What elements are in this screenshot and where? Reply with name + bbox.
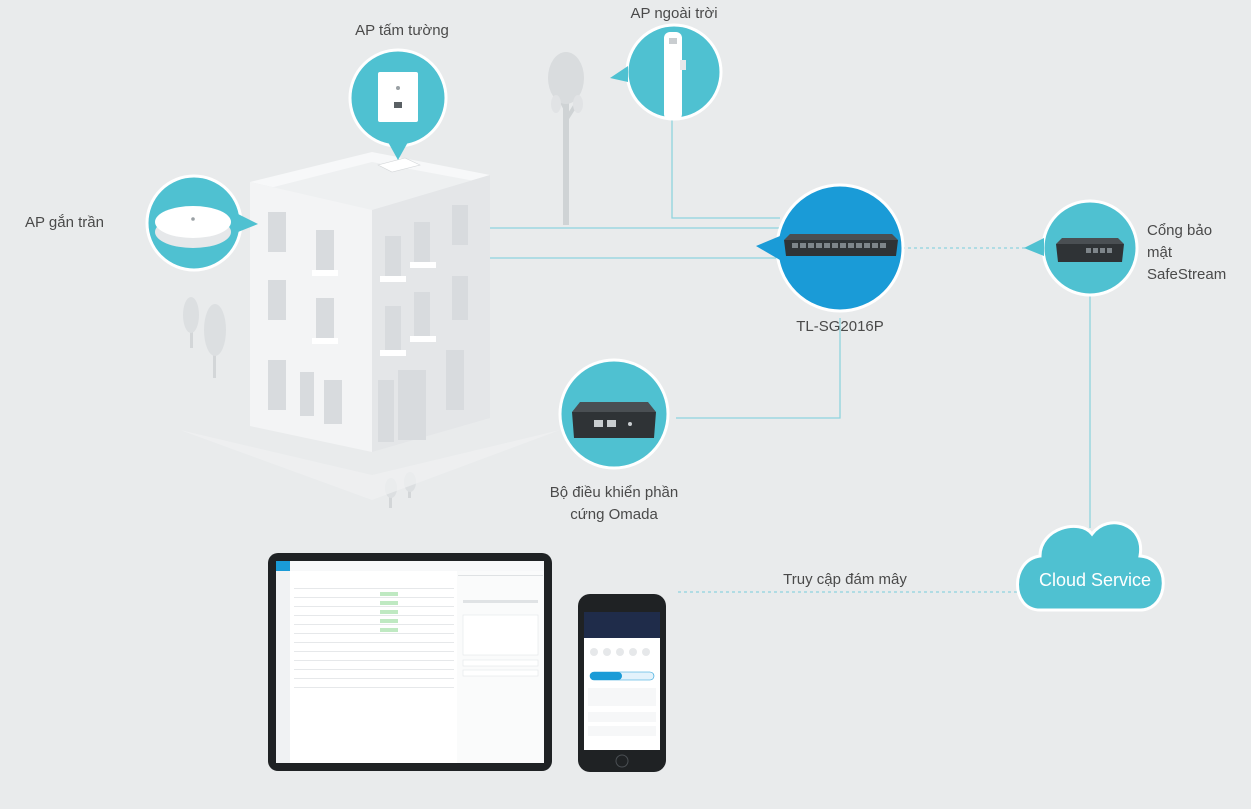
- controller-bubble: [558, 358, 670, 470]
- cloud-icon: [1016, 521, 1165, 612]
- phone-icon: [578, 594, 666, 772]
- gateway-label-line1: Cổng bảo: [1147, 222, 1213, 239]
- wall-ap-bubble: [348, 48, 448, 160]
- gateway-bubble: [1024, 199, 1139, 297]
- gateway-label-line2: mật: [1147, 244, 1173, 261]
- ceiling-ap-icon: [155, 206, 231, 248]
- controller-label-line1: Bộ điều khiển phần: [549, 484, 679, 501]
- ceiling-ap-label: AP gắn trần: [25, 214, 104, 231]
- wall-ap-label: AP tấm tường: [355, 22, 449, 39]
- switch-bubble: [756, 183, 905, 313]
- switch-icon: [784, 234, 898, 256]
- tree-icon: [183, 52, 584, 508]
- outdoor-ap-label: AP ngoài trời: [630, 5, 718, 22]
- gateway-label-line3: SafeStream: [1147, 266, 1227, 283]
- gateway-icon: [1056, 238, 1124, 262]
- ceiling-ap-bubble: [145, 174, 258, 272]
- outdoor-ap-icon: [664, 32, 686, 120]
- outdoor-ap-bubble: [610, 23, 723, 121]
- wall-ap-icon: [378, 72, 418, 122]
- building-icon: [180, 152, 560, 500]
- tablet-icon: [268, 553, 552, 771]
- cloud-access-label: Truy cập đám mây: [783, 571, 907, 588]
- controller-label-line2: cứng Omada: [570, 506, 658, 523]
- controller-icon: [572, 402, 656, 438]
- cloud-service-label: Cloud Service: [1038, 570, 1152, 590]
- switch-label: TL-SG2016P: [796, 318, 884, 335]
